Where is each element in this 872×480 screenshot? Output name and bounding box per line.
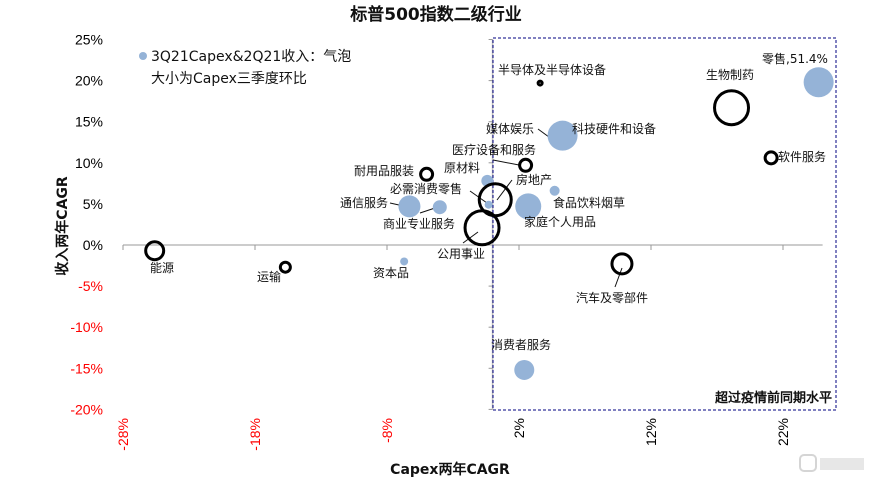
- x-tick-label: -8%: [379, 418, 395, 443]
- point-label: 软件服务: [778, 149, 826, 164]
- chart-title: 标普500指数二级行业: [350, 4, 522, 25]
- axes: 25% 20% 15% 10% 5% 0% -5% -10% -15% -20% -28% -18% -…: [70, 32, 823, 451]
- x-tick-label: -18%: [247, 418, 263, 451]
- bubble: [144, 240, 166, 262]
- point-label: 原材料: [444, 161, 480, 175]
- bubble: [713, 89, 751, 127]
- point-label: 房地产: [516, 172, 552, 187]
- y-tick-label: 20%: [75, 73, 103, 89]
- leader-line: [614, 267, 623, 288]
- point-label: 商业专业服务: [383, 216, 455, 231]
- bubble: [549, 185, 560, 196]
- bubble: [515, 193, 542, 220]
- point-label: 能源: [150, 261, 174, 275]
- bubbles: [144, 67, 834, 380]
- point-label: 科技硬件和设备: [572, 122, 656, 136]
- point-label: 汽车及零部件: [576, 290, 648, 305]
- bubble: [484, 200, 493, 209]
- legend-text-line2: 大小为Capex三季度环比: [151, 71, 307, 87]
- bubble: [803, 67, 834, 98]
- bubble: [400, 257, 409, 266]
- point-label: 公用事业: [437, 247, 485, 261]
- bubble: [518, 157, 534, 173]
- x-tick-label: -28%: [115, 418, 131, 451]
- leader-line: [462, 231, 479, 244]
- y-tick-label: 25%: [75, 32, 103, 48]
- y-tick-label: 15%: [75, 114, 103, 130]
- y-tick-label: -10%: [70, 319, 103, 335]
- point-label: 消费者服务: [491, 337, 551, 352]
- point-label: 半导体及半导体设备: [498, 63, 606, 77]
- bubble: [398, 195, 421, 218]
- point-label: 通信服务: [340, 195, 388, 210]
- legend: 3Q21Capex&2Q21收入：气泡 大小为Capex三季度环比: [139, 49, 351, 87]
- point-label: 医疗设备和服务: [452, 142, 536, 157]
- point-label: 生物制药: [706, 68, 754, 82]
- y-axis-label: 收入两年CAGR: [54, 176, 71, 276]
- bubble: [547, 120, 578, 151]
- y-tick-label: 5%: [83, 196, 103, 212]
- point-label: 食品饮料烟草: [553, 195, 625, 210]
- point-label: 必需消费零售: [390, 181, 462, 196]
- bubble: [610, 252, 634, 276]
- bubble: [536, 79, 544, 87]
- point-label: 零售,51.4%: [762, 51, 828, 66]
- x-tick-label: 2%: [511, 418, 527, 438]
- watermark-logo: [799, 454, 864, 472]
- leader-line: [492, 159, 520, 166]
- x-axis-label: Capex两年CAGR: [390, 461, 510, 478]
- x-tick-label: 12%: [643, 418, 659, 446]
- y-tick-label: -20%: [70, 401, 103, 417]
- point-label: 资本品: [373, 266, 409, 280]
- bubble: [432, 200, 447, 215]
- bubble: [419, 166, 435, 182]
- legend-marker: [139, 52, 147, 60]
- legend-text-line1: 3Q21Capex&2Q21收入：气泡: [151, 49, 351, 65]
- y-tick-label: 10%: [75, 155, 103, 171]
- point-label: 耐用品服装: [354, 164, 414, 178]
- bubble: [278, 260, 292, 274]
- x-tick-label: 22%: [775, 418, 791, 446]
- region-annotation: 超过疫情前同期水平: [715, 390, 832, 406]
- leader-line: [496, 179, 513, 201]
- point-label: 家庭个人用品: [524, 214, 596, 229]
- region-box: [492, 37, 837, 411]
- y-tick-label: -5%: [78, 278, 103, 294]
- bubble: [463, 209, 501, 247]
- y-tick-label: 0%: [83, 237, 103, 253]
- bubble: [763, 150, 779, 166]
- bubble: [514, 359, 535, 380]
- point-label: 媒体娱乐: [486, 122, 534, 136]
- y-tick-label: -15%: [70, 360, 103, 376]
- point-label: 运输: [257, 269, 281, 284]
